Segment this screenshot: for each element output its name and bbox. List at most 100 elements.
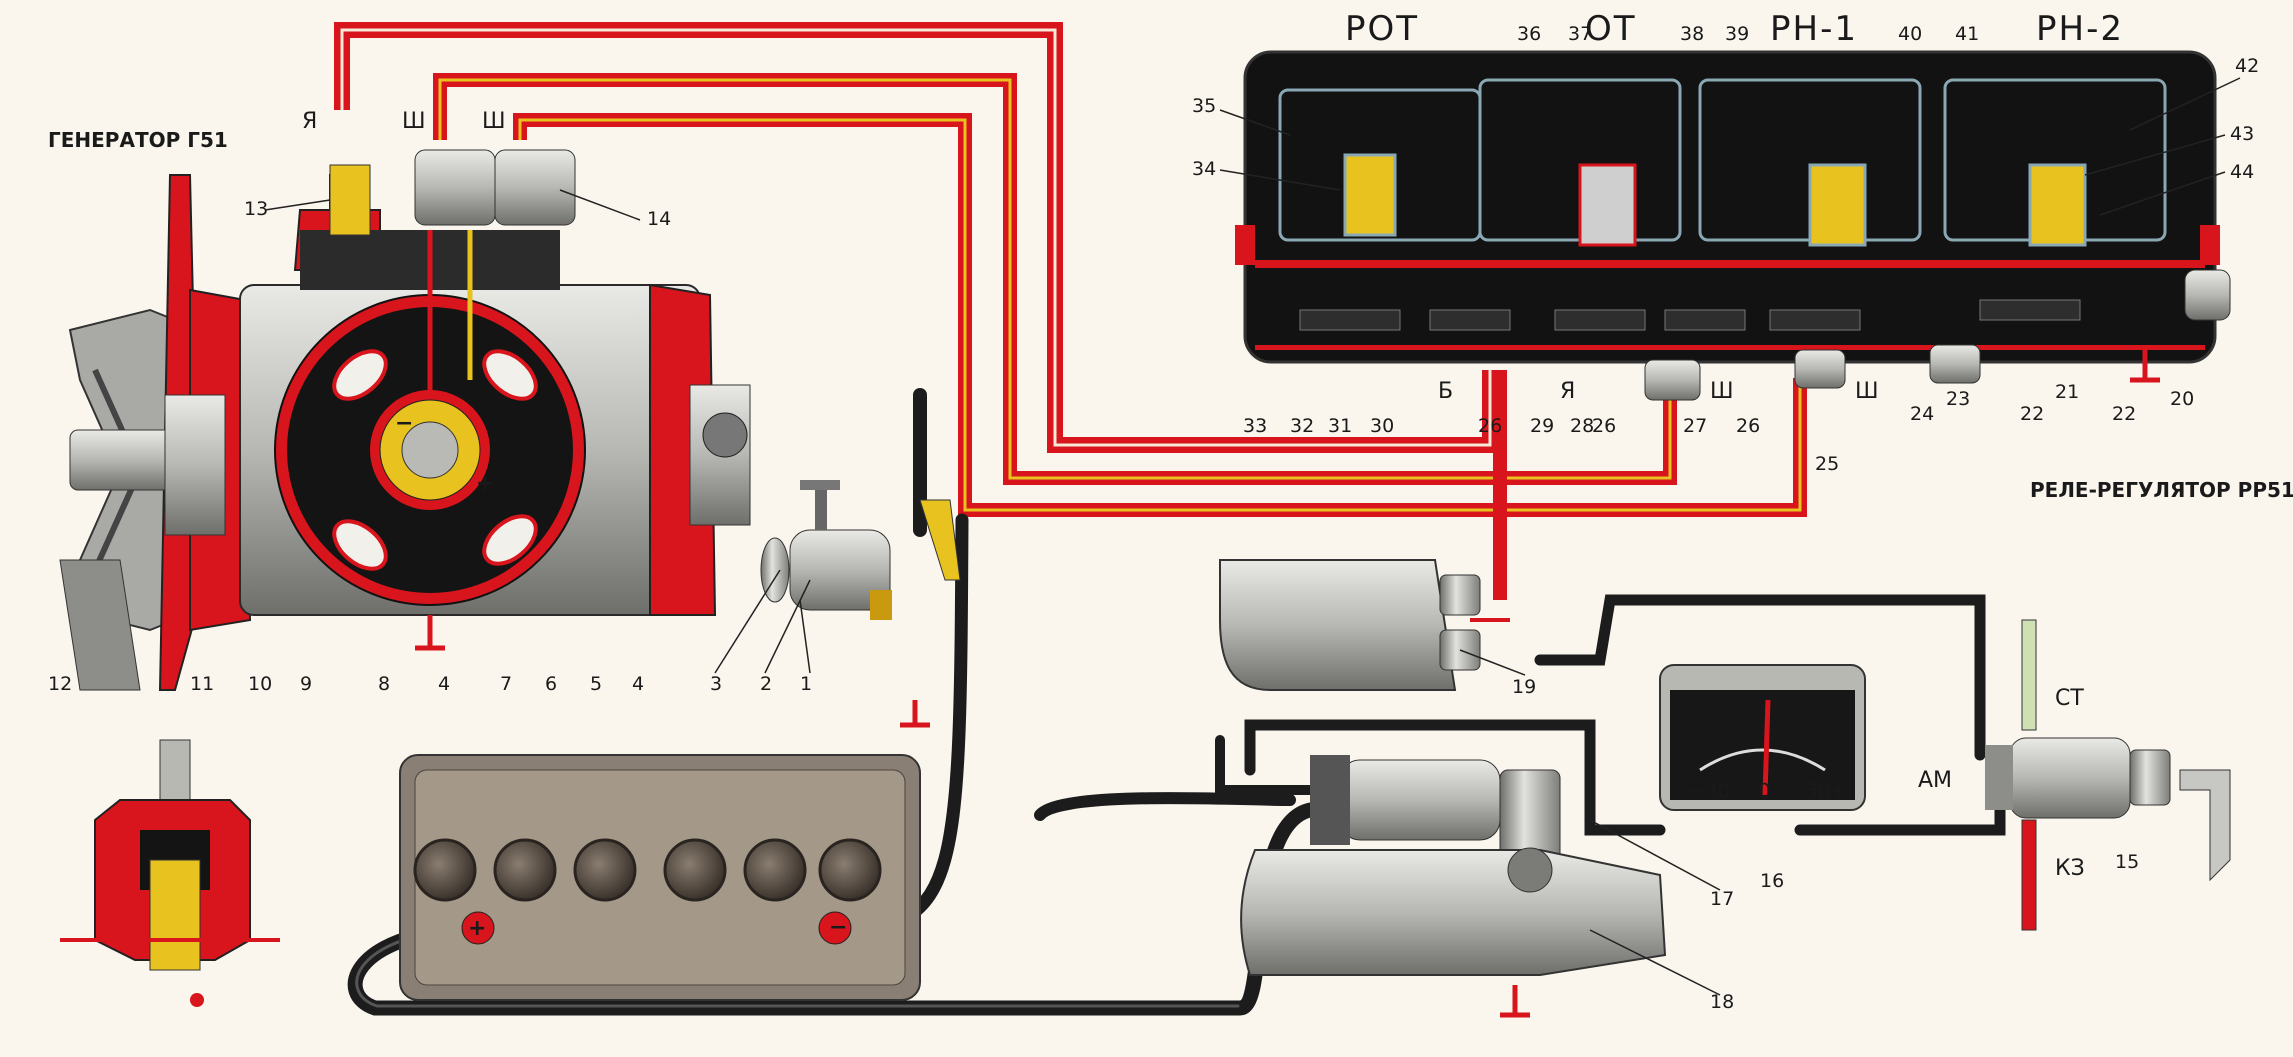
terminal-sh2-generator: Ш [482,109,506,134]
ammeter: −30 0 30+ [1659,664,1866,811]
gland-20 [2184,269,2231,321]
relay-header-rot: РОТ [1345,9,1419,49]
callout-22a: 22 [2020,403,2044,425]
callout-14: 14 [647,208,671,230]
callout-15: 15 [2115,851,2139,873]
callout-7: 7 [500,673,512,695]
callout-20: 20 [2170,388,2194,410]
ground-symbol-regulator [2130,350,2160,383]
generator-title: ГЕНЕРАТОР Г51 [48,128,228,152]
battery-plus-terminal [461,911,495,945]
terminal-am: АМ [1918,768,1952,793]
callout-40: 40 [1898,23,1922,45]
callout-30: 30 [1370,415,1394,437]
callout-10: 10 [248,673,272,695]
ground-switch [760,480,961,728]
callout-41: 41 [1955,23,1979,45]
terminal-ya-body [329,164,371,236]
callout-1: 1 [800,673,812,695]
callout-26b: 26 [1592,415,1616,437]
terminal-sh1-regulator: Ш [1710,379,1734,404]
battery-cells [413,838,882,902]
ammeter-scale-minus: −30 [1688,779,1730,803]
ammeter-scale-zero: 0 [1758,779,1771,803]
starter-motor [1240,755,1667,1018]
relay-regulator [1235,50,2231,401]
callout-8: 8 [378,673,390,695]
callout-17: 17 [1710,888,1734,910]
svg-text:−: − [829,915,847,940]
callout-22b: 22 [2112,403,2136,425]
callout-27: 27 [1683,415,1707,437]
relay-header-rn1: РН-1 [1770,9,1858,49]
callout-16: 16 [1760,870,1784,892]
callout-36: 36 [1517,23,1541,45]
noise-filter [1219,559,1481,691]
terminal-sh2-regulator: Ш [1855,379,1879,404]
ground-symbol-starter [1500,985,1530,1018]
callout-9: 9 [300,673,312,695]
callout-31: 31 [1328,415,1352,437]
callout-26c: 26 [1736,415,1760,437]
relay-rot [1278,88,1482,242]
generator-assembly: − + [59,149,751,691]
field-coils [332,349,538,571]
callout-32: 32 [1290,415,1314,437]
gland-sh2 [494,149,576,226]
callout-39: 39 [1725,23,1749,45]
ignition-switch [1985,619,2231,931]
battery-minus-terminal [818,911,852,945]
svg-text:+: + [476,471,494,496]
ground-symbol-switch [900,700,930,728]
gland-23 [1929,344,1981,384]
leader-lines [264,77,2241,996]
callout-4b: 4 [632,673,644,695]
switch-tab [870,590,892,620]
callout-18: 18 [1710,991,1734,1013]
callout-37: 37 [1568,23,1592,45]
callout-11: 11 [190,673,214,695]
terminal-detail-inset [60,739,280,1007]
callout-6: 6 [545,673,557,695]
relay-rn2 [1943,78,2167,247]
gland-25 [1794,349,1846,389]
callout-24: 24 [1910,403,1934,425]
terminal-sh1-generator: Ш [402,109,426,134]
gland-27 [1644,359,1701,401]
callout-2: 2 [760,673,772,695]
svg-text:+: + [468,916,486,941]
svg-text:−: − [395,411,413,436]
callout-13: 13 [244,198,268,220]
callout-12: 12 [48,673,72,695]
ammeter-needle [1762,699,1771,796]
resistors [1299,299,2081,331]
relay-header-rn2: РН-2 [2036,9,2124,49]
callout-25: 25 [1815,453,1839,475]
callout-21: 21 [2055,381,2079,403]
callout-29: 29 [1530,415,1554,437]
relay-ot [1478,78,1682,247]
terminal-kz: КЗ [2055,856,2085,881]
regulator-title: РЕЛЕ-РЕГУЛЯТОР РР51 [2030,478,2293,502]
callout-3: 3 [710,673,722,695]
terminal-ya-generator: Я [302,109,317,134]
ammeter-scale-plus: 30+ [1805,779,1847,803]
terminal-ya-regulator: Я [1560,379,1575,404]
callout-28: 28 [1570,415,1594,437]
callout-44: 44 [2230,161,2254,183]
callout-43: 43 [2230,123,2254,145]
relay-rn1 [1698,78,1922,247]
wire-harness [334,22,1807,622]
terminal-b-regulator: Б [1438,379,1453,404]
callout-26a: 26 [1478,415,1502,437]
callout-19: 19 [1512,676,1536,698]
terminal-st: СТ [2055,686,2084,711]
battery: + − [399,754,921,1001]
relay-header-ot: ОТ [1585,9,1637,49]
callout-34: 34 [1192,158,1216,180]
gland-sh1 [414,149,496,226]
callout-numbers: 1 2 3 4 5 6 7 8 9 10 11 12 13 14 15 16 1… [48,23,2259,1013]
regulator-body [1243,50,2217,364]
